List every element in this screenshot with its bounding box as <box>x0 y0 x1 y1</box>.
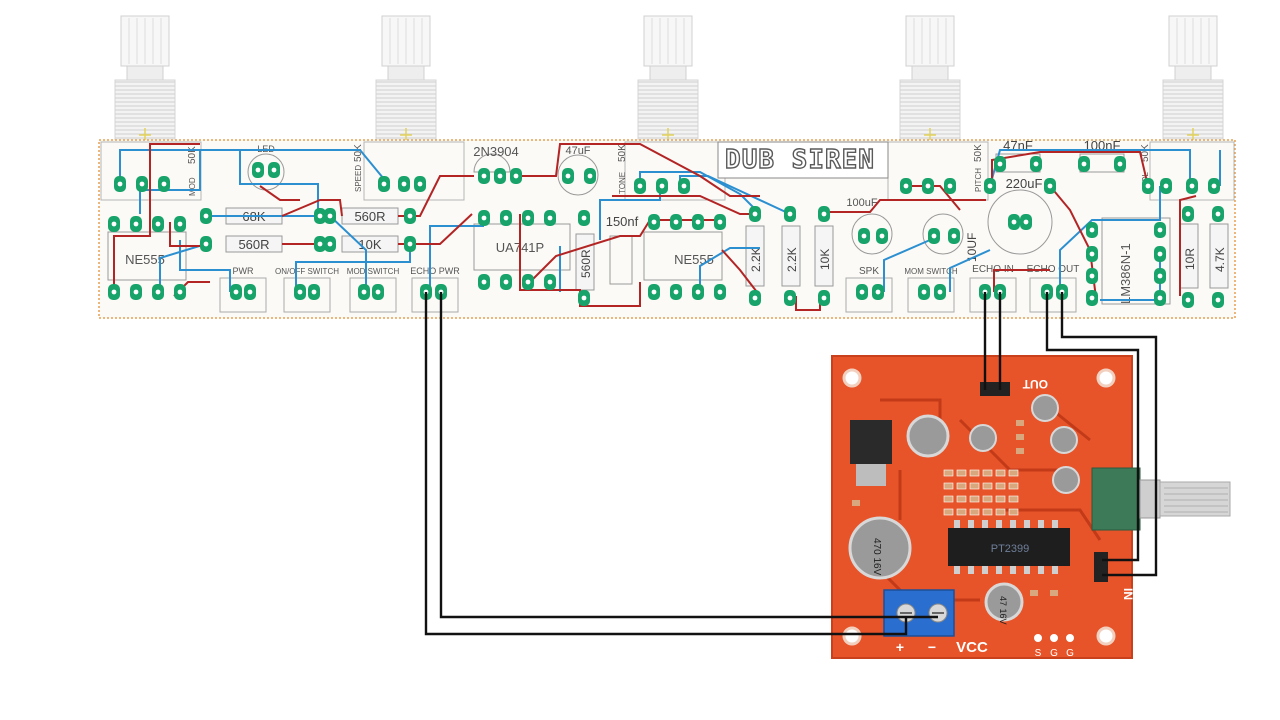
cap-100uf <box>851 213 893 255</box>
pin-g2: G <box>1066 648 1074 659</box>
pcb-pads <box>108 156 1224 308</box>
potentiometer-3 <box>637 15 699 143</box>
ic-lm386-label: LM386N-1 <box>1118 243 1133 304</box>
pot-label-pitch: PITCH <box>974 168 983 192</box>
resistor-2k2-b: 2.2K <box>785 247 799 272</box>
wire-echo-pwr-minus <box>439 292 938 619</box>
module-board <box>832 356 1132 658</box>
connector-footprints <box>219 277 1077 313</box>
resistor-10k-a: 10K <box>358 237 381 252</box>
resistors-vertical <box>575 223 1229 291</box>
vcc-minus-label: − <box>928 639 936 655</box>
pcb-traces-blue <box>119 149 1221 301</box>
small-cap-label: 47 16V <box>998 596 1008 625</box>
cap-47uf <box>557 154 599 196</box>
module-pot-shaft <box>1159 481 1231 517</box>
smd-components <box>852 420 1058 596</box>
cap-220uf-label: 220uF <box>1006 176 1043 191</box>
wire-echo-out-2 <box>1060 292 1158 577</box>
chip-label: PT2399 <box>991 543 1030 555</box>
pot-value-speed: 50K <box>353 144 364 162</box>
wire-echo-pwr-plus <box>424 292 908 636</box>
voltage-regulator <box>850 420 892 464</box>
potentiometer-5 <box>1162 15 1224 143</box>
ic-lm386 <box>1101 217 1171 305</box>
pot-value-mod: 50K <box>187 146 198 164</box>
connector-mom-switch-label: MOM SWITCH <box>904 267 958 276</box>
ic-ua741 <box>473 223 571 271</box>
resistor-4k7: 4.7K <box>1213 247 1227 272</box>
hookup-wires <box>424 292 1158 636</box>
resistor-10k-b: 10K <box>818 249 832 270</box>
pin-s: S <box>1035 648 1042 659</box>
connector-onoff-label: ON/OFF SWITCH <box>275 267 339 276</box>
ic-ne555-right-label: NE555 <box>674 252 714 267</box>
cap-10uf-label: 10UF <box>965 233 979 262</box>
cap-150nf-label: 150nf <box>606 214 639 229</box>
module-pot-body <box>1091 467 1141 531</box>
echo-module: OUT IN 470 16V 47 16V PT2399 <box>831 355 1231 659</box>
connector-echo-pwr-label: ECHO PWR <box>410 266 460 276</box>
vcc-plus-label: + <box>896 639 904 655</box>
transistor-label: 2N3904 <box>473 144 519 159</box>
potentiometer-shafts <box>114 15 1224 143</box>
potentiometer-4 <box>899 15 961 143</box>
cap-10uf <box>922 213 964 255</box>
pot-value-pitch: 50K <box>973 144 984 162</box>
ic-ne555-left-label: NE555 <box>125 252 165 267</box>
connector-pwr-label: PWR <box>233 266 254 276</box>
ic-ne555-right <box>643 231 723 281</box>
in-label: IN <box>1121 588 1135 600</box>
pot-value-vol: 50K <box>1140 144 1151 162</box>
out-label: OUT <box>1022 377 1048 391</box>
in-header <box>1094 552 1108 582</box>
big-cap-label: 470 16V <box>871 538 882 576</box>
potentiometer-1 <box>114 15 176 143</box>
mounting-holes <box>842 368 1116 646</box>
potentiometer-2 <box>375 15 437 143</box>
pcb-board: DUB SIREN 50K MOD 50K SPEED 50K TONE 50K… <box>98 138 1236 319</box>
wire-echo-out-1 <box>1045 292 1140 562</box>
resistor-560r-c: 560R <box>579 249 593 278</box>
pot-label-mod: MOD <box>188 177 197 196</box>
connector-mod-switch-label: MOD SWITCH <box>347 267 400 276</box>
cap-220uf <box>987 189 1053 255</box>
resistor-10r: 10R <box>1183 248 1197 270</box>
vcc-label: VCC <box>956 639 988 656</box>
out-header <box>980 382 1010 396</box>
pot-label-speed: SPEED <box>354 165 363 192</box>
delay-chip <box>948 528 1070 566</box>
cap-47uf-label: 47uF <box>565 145 590 157</box>
pin-g1: G <box>1050 648 1058 659</box>
pot-value-tone: 50K <box>617 144 628 162</box>
board-title: DUB SIREN <box>725 145 875 175</box>
resistor-560r-a: 560R <box>238 237 269 252</box>
pot-label-tone: TONE <box>618 172 627 194</box>
connector-echo-out-label: ECHO OUT <box>1027 264 1080 275</box>
resistor-560r-b: 560R <box>354 209 385 224</box>
ic-ne555-left <box>107 231 187 281</box>
board-title-box <box>717 141 889 179</box>
cap-100uf-label: 100uF <box>846 197 877 209</box>
module-caps <box>848 394 1080 622</box>
transistor-footprint <box>473 153 511 173</box>
chip-pins <box>954 520 1058 574</box>
connector-spk-label: SPK <box>859 266 879 277</box>
resistor-2k2-a: 2.2K <box>749 247 763 272</box>
